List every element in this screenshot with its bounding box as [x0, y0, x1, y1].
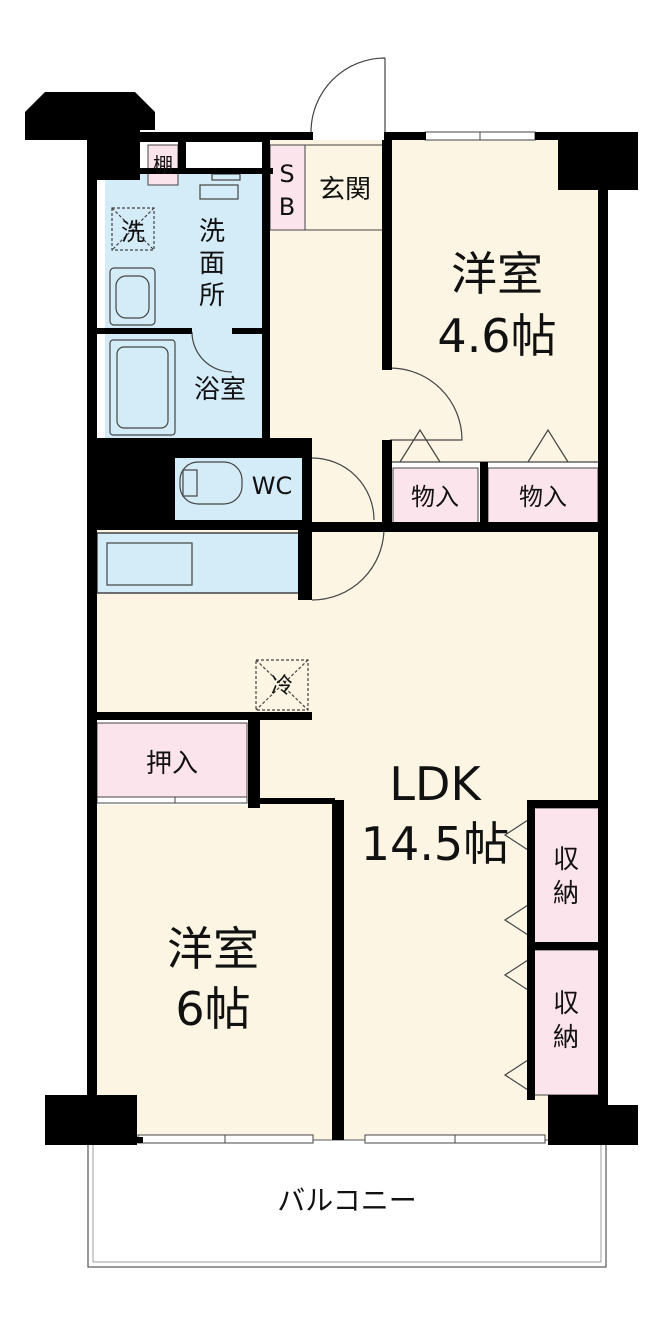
storage-upper-char-1: 収 [553, 845, 579, 875]
washer-name: 洗 [121, 218, 145, 246]
ldk-size: 14.5帖 [361, 817, 509, 871]
wc-name: WC [252, 472, 293, 500]
balcony-area [87, 1139, 607, 1268]
western-room-south-floor [95, 805, 335, 1140]
floor-fills [95, 140, 602, 1140]
shoebox-char-1: S [279, 160, 294, 188]
washroom-char-3: 所 [199, 281, 225, 311]
storage-upper-box [532, 807, 601, 944]
bath-door [191, 331, 233, 373]
oshiire-name: 押入 [146, 749, 198, 779]
washroom-char-2: 面 [199, 249, 225, 279]
storage-lower-box [532, 949, 601, 1096]
fridge-space [255, 659, 309, 711]
entrance-door [310, 57, 386, 133]
closet-left-name: 物入 [411, 483, 459, 511]
western-room-north-name: 洋室 [451, 247, 543, 301]
western-room-south-size: 6帖 [175, 982, 250, 1036]
washer-pan [111, 207, 155, 251]
storage-lower-char-1: 収 [553, 989, 579, 1019]
entrance-name: 玄関 [319, 175, 371, 205]
closet-left-box [392, 467, 479, 524]
balcony-name: バルコニー [277, 1184, 416, 1217]
shoebox-char-2: B [279, 193, 295, 221]
fixtures [109, 173, 309, 711]
shoebox-box [269, 144, 306, 231]
closet-right-name: 物入 [519, 483, 567, 511]
storage-upper-char-2: 納 [553, 879, 579, 909]
door-swings [191, 57, 602, 1091]
kitchen-sink [106, 542, 193, 586]
toilet [179, 461, 243, 505]
wc-door [311, 457, 375, 521]
labels: 洋室 4.6帖 LDK 14.5帖 洋室 6帖 洗 面 所 浴室 WC 玄関 S… [121, 153, 579, 1217]
bath-name: 浴室 [194, 375, 246, 405]
washbasin [109, 267, 156, 326]
column-top-left [25, 92, 155, 180]
western-room-south-name: 洋室 [167, 922, 259, 976]
balcony-inner-rail [92, 1139, 602, 1263]
shelf-box [147, 144, 179, 186]
western-room-north-floor [390, 140, 602, 462]
western-room-north-size: 4.6帖 [437, 309, 556, 363]
storage-lower-char-2: 納 [553, 1023, 579, 1053]
shelf-name: 棚 [153, 153, 173, 177]
closet-right-box [487, 467, 599, 524]
oshiire-box [96, 722, 248, 799]
windows [96, 131, 546, 1144]
western-north-door [389, 367, 463, 441]
fridge-name: 冷 [271, 674, 293, 699]
walls [25, 92, 638, 1145]
washroom-char-1: 洗 [199, 217, 225, 247]
bathtub [109, 339, 176, 436]
ldk-name: LDK [389, 757, 482, 811]
